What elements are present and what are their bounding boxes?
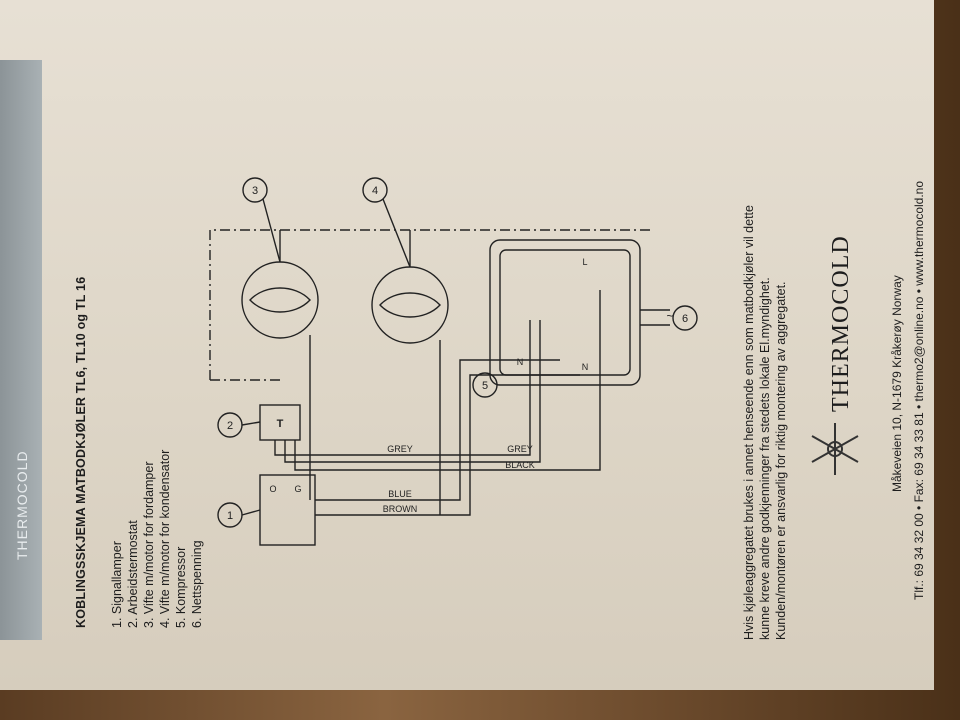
fan-4-motor <box>371 266 449 344</box>
band-logo: THERMOCOLD <box>14 450 30 560</box>
wire-label-blue: BLUE <box>388 489 412 499</box>
callout-3: 3 <box>252 185 258 197</box>
wire-label-brown: BROWN <box>383 504 418 514</box>
document-heading: KOBLINGSSKJEMA MATBODKJØLER TL6, TL10 og… <box>74 276 88 628</box>
legend-item: 4. Vifte m/motor for kondensator <box>158 449 172 628</box>
paragraph-line: kunne kreve andre godkjenninger fra sted… <box>758 277 772 640</box>
callout-5: 5 <box>482 380 488 392</box>
callout-4: 4 <box>372 185 378 197</box>
lamp-label-o: O <box>269 484 276 494</box>
callout-1: 1 <box>227 510 233 522</box>
compressor-label-n: N <box>582 362 589 372</box>
fan-3-motor <box>241 261 319 339</box>
diagram-labels: 3 4 2 1 5 6 T O G L N N ~ GREY GREY BLAC… <box>227 185 688 522</box>
wire-label-black: BLACK <box>505 460 535 470</box>
compressor-label-l: L <box>582 257 587 267</box>
wire-label-grey-2: GREY <box>507 444 533 454</box>
snowflake-logo-icon <box>811 423 859 475</box>
enclosure-line <box>209 229 650 380</box>
thermostat-label: T <box>277 418 284 430</box>
paragraph-line: Hvis kjøleaggregatet brukes i annet hens… <box>742 205 756 640</box>
legend-item: 3. Vifte m/motor for fordamper <box>142 461 156 629</box>
lamp-label-g: G <box>294 484 301 494</box>
callout-2: 2 <box>227 420 233 432</box>
mains-symbol: ~ <box>666 309 673 323</box>
paragraph-line: Kunden/montøren er ansvarlig for riktig … <box>774 281 788 640</box>
signal-lamps-1 <box>259 474 316 546</box>
legend-item: 2. Arbeidstermostat <box>126 520 140 628</box>
wiring-diagram: 3 4 2 1 5 6 T O G L N N ~ GREY GREY BLAC… <box>209 177 698 546</box>
legend-item: 1. Signallamper <box>110 541 124 628</box>
company-address: Måkeveien 10, N-1679 Kråkerøy Norway <box>890 275 904 492</box>
header-band <box>0 60 42 640</box>
compressor-5-box <box>489 239 641 386</box>
brand-name: THERMOCOLD <box>828 235 854 412</box>
compressor-label-n2: N <box>517 357 524 367</box>
callout-6: 6 <box>682 313 688 325</box>
company-contact: Tlf.: 69 34 32 00 • Fax: 69 34 33 81 • t… <box>912 180 926 600</box>
document-sheet <box>0 0 934 690</box>
wire-label-grey: GREY <box>387 444 413 454</box>
legend-item: 5. Kompressor <box>174 546 188 628</box>
